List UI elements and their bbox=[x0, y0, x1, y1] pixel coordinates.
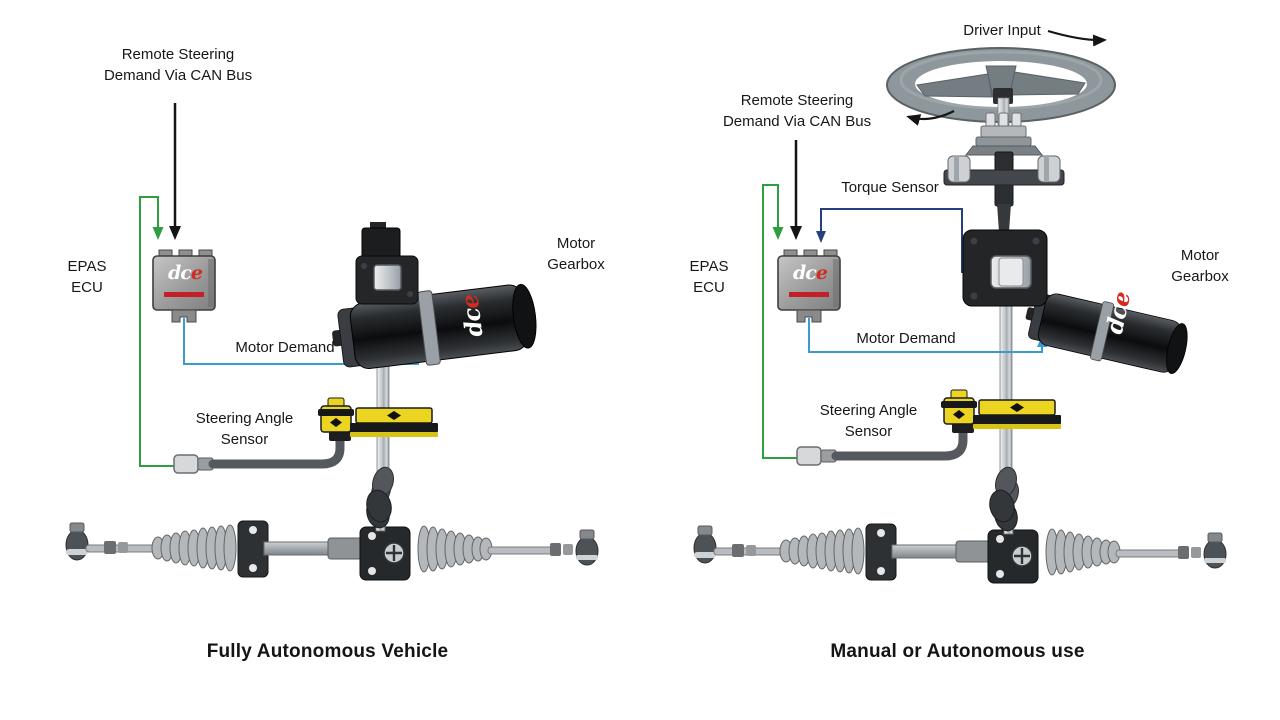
logo-text: e bbox=[190, 262, 203, 284]
label-remote-demand: Remote Steering Demand Via CAN Bus bbox=[687, 90, 907, 132]
label-torque-sensor: Torque Sensor bbox=[841, 179, 939, 196]
label-line: ECU bbox=[693, 279, 725, 296]
label-remote-demand: Remote Steering Demand Via CAN Bus bbox=[68, 44, 288, 86]
rotation-arrow-left bbox=[906, 110, 955, 126]
label-epas-ecu: EPAS ECU bbox=[670, 256, 748, 298]
rotation-arrow-right bbox=[1047, 29, 1107, 47]
logo-text: e bbox=[815, 262, 828, 284]
caption-right: Manual or Autonomous use bbox=[830, 641, 1085, 662]
motor-demand-line bbox=[808, 318, 1047, 353]
dce-logo-ecu: dce bbox=[783, 262, 837, 284]
caption-left: Fully Autonomous Vehicle bbox=[206, 641, 449, 662]
label-line: Sensor bbox=[844, 423, 893, 440]
label-line: EPAS bbox=[67, 258, 107, 275]
label-motor-gearbox: Motor Gearbox bbox=[1152, 245, 1248, 287]
logo-text: dc bbox=[168, 262, 192, 284]
label-line: Steering Angle bbox=[819, 402, 918, 419]
sensor-feedback-line bbox=[139, 196, 176, 467]
motor-gearbox-unit bbox=[327, 222, 541, 377]
label-motor-demand: Motor Demand bbox=[856, 330, 956, 347]
upper-steering-column bbox=[943, 88, 1065, 232]
sensor-feedback-line bbox=[762, 184, 799, 459]
label-line: Demand Via CAN Bus bbox=[103, 67, 253, 84]
label-line: EPAS bbox=[689, 258, 729, 275]
label-line: Motor bbox=[556, 235, 596, 252]
steering-column-shaft bbox=[999, 299, 1013, 481]
label-line: ECU bbox=[71, 279, 103, 296]
label-line: Motor bbox=[1180, 247, 1220, 264]
label-steering-angle-sensor: Steering Angle Sensor bbox=[796, 400, 941, 442]
motor-gearbox-unit bbox=[962, 229, 1193, 380]
label-steering-angle-sensor: Steering Angle Sensor bbox=[172, 408, 317, 450]
logo-text: dc bbox=[793, 262, 817, 284]
label-line: Steering Angle bbox=[195, 410, 294, 427]
label-line: Gearbox bbox=[1171, 268, 1229, 285]
label-motor-demand: Motor Demand bbox=[235, 339, 335, 356]
epas-ecu-unit bbox=[777, 249, 841, 323]
label-line: Remote Steering bbox=[121, 46, 235, 63]
logo-text: dc bbox=[458, 307, 489, 339]
label-line: Gearbox bbox=[547, 256, 605, 273]
steering-rack bbox=[692, 476, 1228, 585]
dce-logo-ecu: dce bbox=[158, 262, 212, 284]
label-line: Sensor bbox=[220, 431, 269, 448]
label-line: Remote Steering bbox=[740, 92, 854, 109]
label-epas-ecu: EPAS ECU bbox=[48, 256, 126, 298]
label-line: Demand Via CAN Bus bbox=[722, 113, 872, 130]
panel-fully-autonomous bbox=[64, 103, 600, 582]
label-motor-gearbox: Motor Gearbox bbox=[528, 233, 624, 275]
label-driver-input: Driver Input bbox=[963, 22, 1041, 39]
